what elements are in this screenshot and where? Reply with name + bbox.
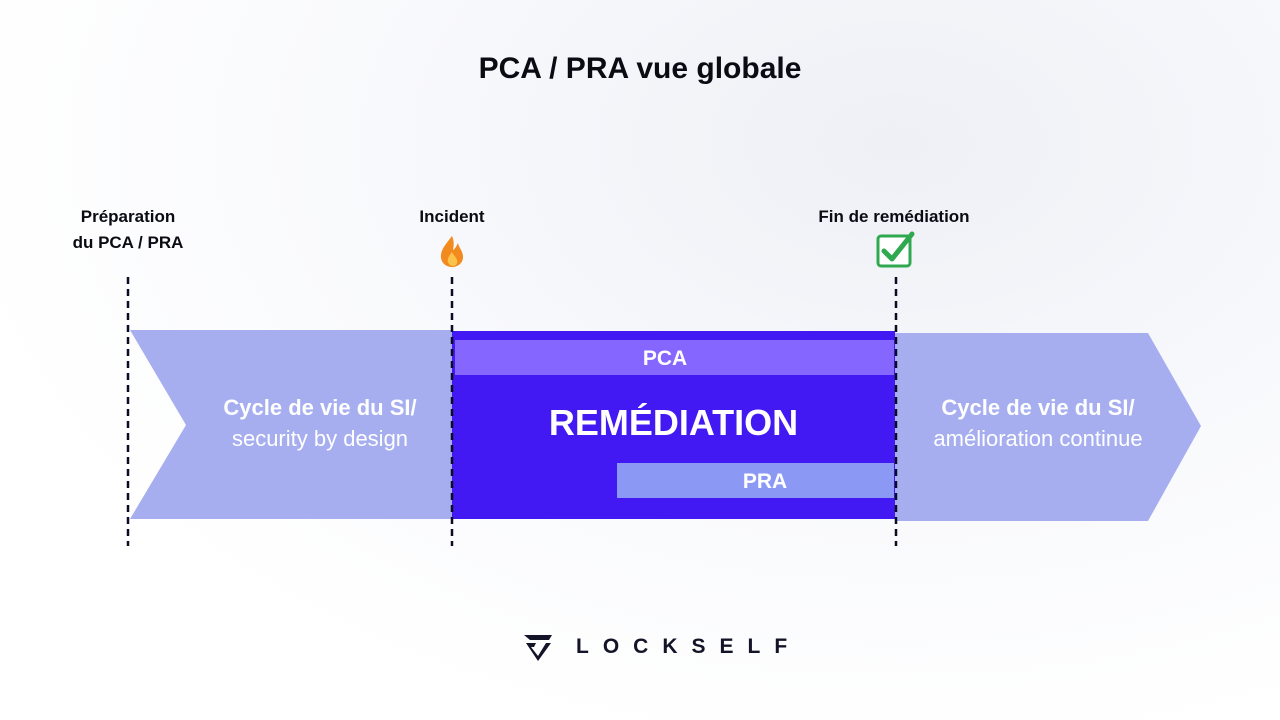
milestone-incident: Incident xyxy=(372,204,532,230)
remediation-label: REMÉDIATION xyxy=(548,402,799,443)
fire-icon xyxy=(440,236,463,267)
phase-before-line2: security by design xyxy=(231,426,409,451)
milestone-preparation: Préparation du PCA / PRA xyxy=(48,204,208,256)
phase-before-text: Cycle de vie du SI/ security by design xyxy=(170,392,470,454)
pra-bar xyxy=(617,463,894,498)
milestone-label: du PCA / PRA xyxy=(72,233,184,252)
phase-before-arrow xyxy=(130,330,452,519)
milestone-label: Incident xyxy=(419,207,485,226)
phase-after-text: Cycle de vie du SI/ amélioration continu… xyxy=(895,392,1181,454)
phase-before-line1: Cycle de vie du SI/ xyxy=(223,395,417,420)
phase-after-arrow xyxy=(895,333,1201,521)
pca-bar xyxy=(455,340,894,375)
logo-text: LOCKSELF xyxy=(576,635,802,658)
pra-label: PRA xyxy=(742,470,788,493)
milestone-label: Fin de remédiation xyxy=(818,207,970,226)
milestone-label: Préparation xyxy=(80,207,176,226)
check-box-icon xyxy=(876,231,915,268)
pca-label: PCA xyxy=(642,347,688,370)
milestone-end-remediation: Fin de remédiation xyxy=(774,204,1014,230)
phase-after-line2: amélioration continue xyxy=(933,426,1143,451)
phase-after-line1: Cycle de vie du SI/ xyxy=(941,395,1135,420)
page-title: PCA / PRA vue globale xyxy=(478,52,802,85)
lockself-logo: LOCKSELF xyxy=(522,632,801,662)
shield-logo-icon xyxy=(524,635,552,661)
